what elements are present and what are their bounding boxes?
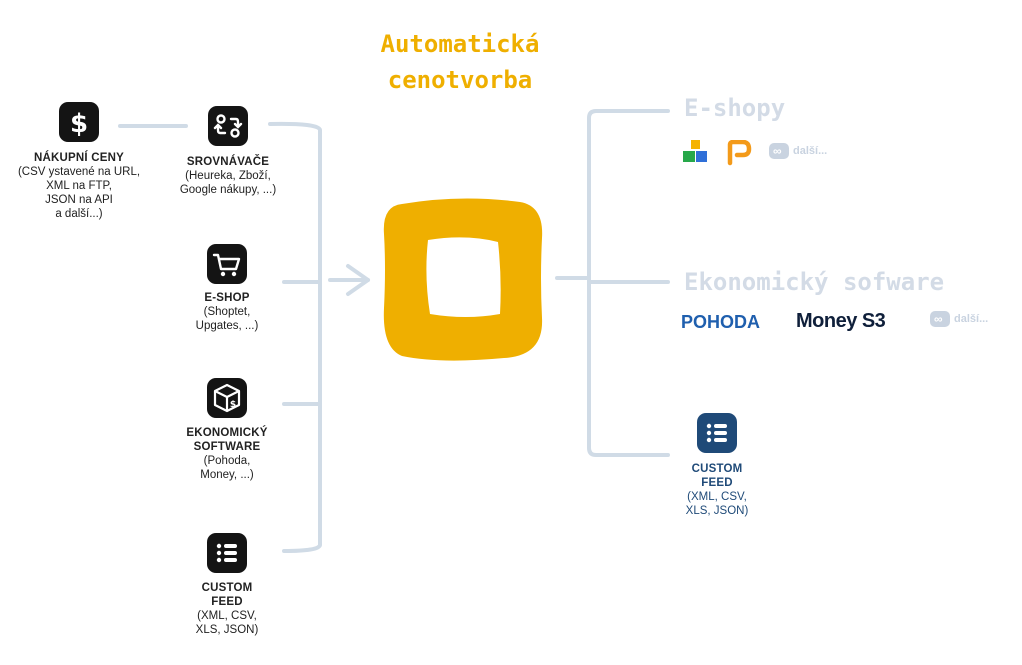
source-detail-line: (CSV ystavené na URL, (17, 166, 141, 178)
comparators-icon-box (208, 106, 248, 146)
source-title-line: EKONOMICKÝ (186, 427, 268, 439)
eshops-more-label: další... (793, 144, 828, 157)
money-logo-suffix: S3 (861, 310, 886, 332)
source-detail-line: JSON na API (45, 194, 113, 206)
eshop-icon-box (207, 244, 247, 284)
source-detail-line: (Heureka, Zboží, (185, 170, 271, 182)
source-detail-line: XLS, JSON) (195, 624, 259, 636)
central-logo-icon (383, 198, 543, 361)
title-line-2: cenotvorba (387, 66, 533, 94)
eshops-more: další... (769, 143, 827, 159)
source-detail-line: a další...) (55, 208, 103, 220)
destination-detail-line: XLS, JSON) (685, 505, 749, 517)
more-icon (769, 143, 789, 159)
source-comparators: SROVNÁVAČE (Heureka, Zboží, Google nákup… (160, 155, 296, 197)
upgates-logo-icon (727, 140, 752, 166)
source-purchase-prices: NÁKUPNÍ CENY (CSV ystavené na URL, XML n… (0, 151, 158, 221)
destination-software-title: Ekonomický sofware (684, 268, 945, 296)
source-title-line: FEED (211, 596, 243, 608)
cart-icon (212, 253, 241, 277)
compare-arrows-icon (213, 114, 243, 138)
destination-title-line: CUSTOM (691, 463, 743, 475)
shoptet-logo-icon (683, 140, 707, 162)
source-title-line: SOFTWARE (193, 441, 261, 453)
purchase-prices-icon-box: $ (59, 102, 99, 142)
software-more-label: další... (954, 312, 989, 325)
source-custom-feed: CUSTOM FEED (XML, CSV, XLS, JSON) (167, 581, 287, 637)
more-icon (930, 311, 950, 327)
source-title-line: CUSTOM (201, 582, 253, 594)
source-title: NÁKUPNÍ CENY (34, 152, 124, 164)
source-detail-line: Upgates, ...) (195, 320, 259, 332)
destination-eshops-title: E-shopy (684, 94, 786, 122)
source-detail-line: (Pohoda, (203, 455, 251, 467)
software-more: další... (930, 311, 988, 327)
source-eshop: E-SHOP (Shoptet, Upgates, ...) (167, 291, 287, 333)
money-logo-text: Money (796, 310, 857, 332)
source-detail-line: (XML, CSV, (197, 610, 257, 622)
svg-text:$: $ (70, 109, 88, 139)
box-icon: $ (213, 383, 241, 413)
economic-software-icon-box: $ (207, 378, 247, 418)
pohoda-logo: POHODA (681, 312, 761, 332)
source-title: SROVNÁVAČE (186, 156, 270, 168)
list-icon (706, 423, 727, 443)
source-detail-line: XML na FTP, (46, 180, 112, 192)
page-title: Automatická cenotvorba (340, 26, 580, 98)
custom-feed-icon-box (207, 533, 247, 573)
title-line-1: Automatická (380, 30, 540, 58)
source-detail-line: Google nákupy, ...) (179, 184, 277, 196)
list-icon (216, 543, 237, 563)
dollar-icon: $ (70, 109, 88, 139)
source-title: E-SHOP (204, 292, 250, 304)
custom-feed-destination-icon-box (697, 413, 737, 453)
source-economic-software: EKONOMICKÝ SOFTWARE (Pohoda, Money, ...) (167, 426, 287, 482)
source-detail-line: (Shoptet, (203, 306, 251, 318)
source-detail-line: Money, ...) (200, 469, 254, 481)
svg-text:$: $ (230, 400, 236, 410)
destination-detail-line: (XML, CSV, (687, 491, 747, 503)
destination-custom-feed: CUSTOM FEED (XML, CSV, XLS, JSON) (657, 462, 777, 518)
destination-title-line: FEED (701, 477, 733, 489)
